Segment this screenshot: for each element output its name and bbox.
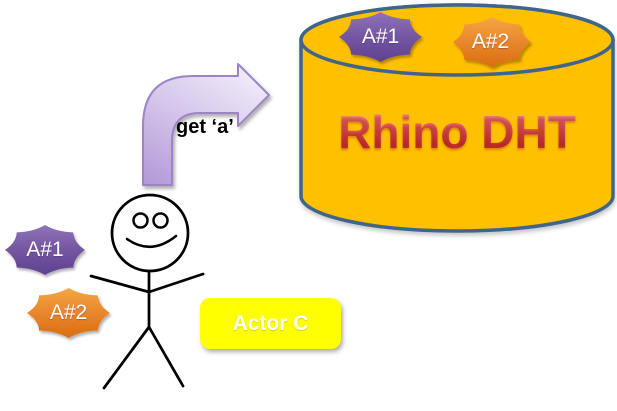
stick-figure-left-leg [102,325,151,390]
stick-figure-head [110,193,190,273]
stick-figure-right-arm [147,272,205,294]
actor-c-label: Actor C [232,311,309,335]
actor-badge-a2-label: A#2 [49,301,88,324]
actor-c-box: Actor C [200,298,341,349]
actor-badge-a1-label: A#1 [26,238,64,261]
dht-title: Rhino DHT [329,103,585,161]
stick-figure-left-eye [132,212,149,229]
dht-badge-a2-label: A#2 [471,30,510,53]
dht-badge-a1-label: A#1 [361,25,400,48]
arrow-label: get ‘a’ [176,116,234,138]
stick-figure [89,193,205,390]
curved-arrow-icon [142,63,270,186]
stick-figure-right-leg [147,325,185,388]
stick-figure-left-arm [89,274,151,294]
stick-figure-right-eye [152,212,169,229]
stick-figure-smile [125,234,178,248]
